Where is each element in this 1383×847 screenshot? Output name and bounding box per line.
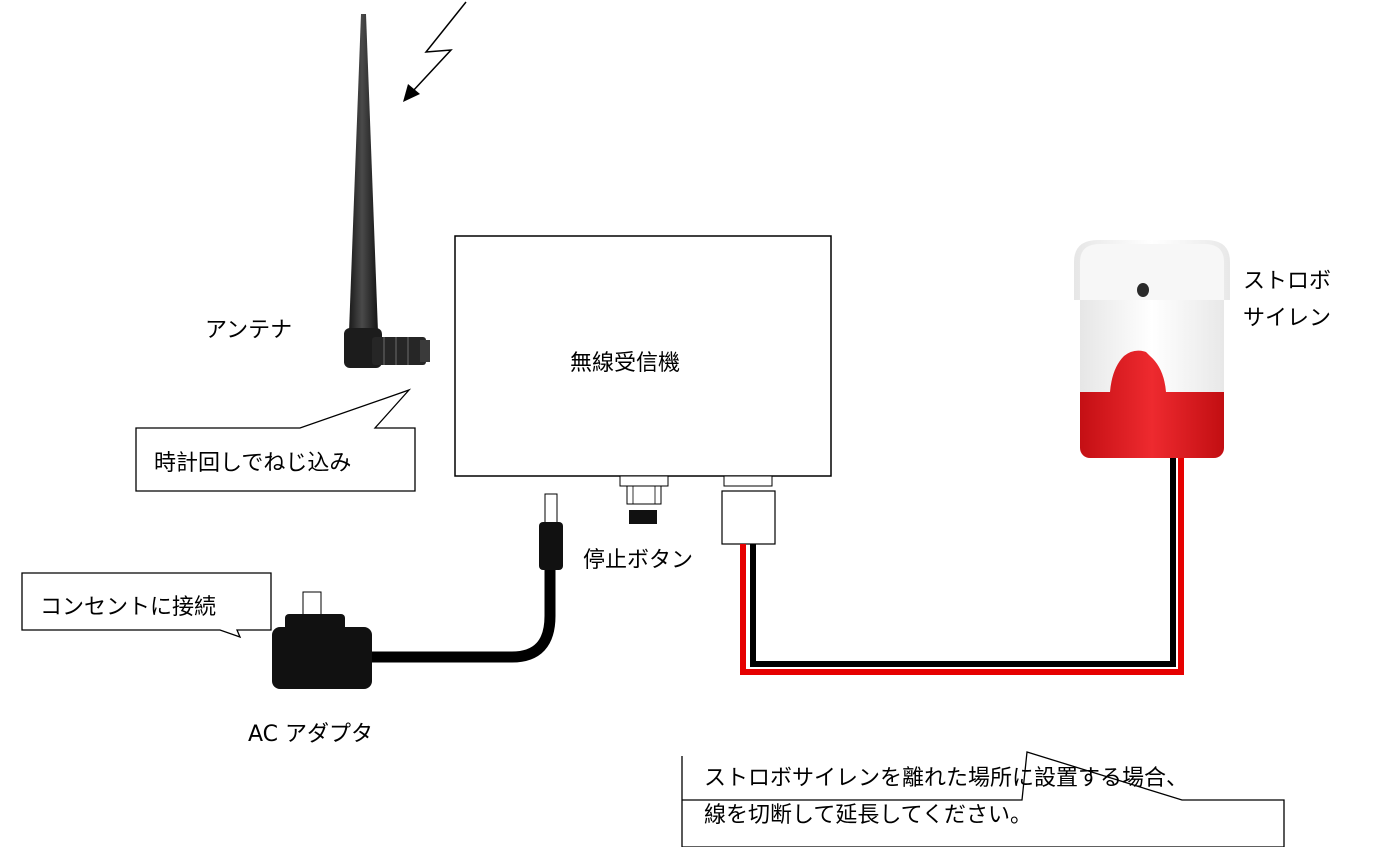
strobe-siren-icon [1074, 240, 1230, 458]
ac-adapter-icon [272, 493, 563, 689]
strobe-siren-label-line1: ストロボ [1243, 269, 1332, 294]
stop-button-icon [619, 475, 669, 524]
callout-extend-line2: 線を切断して延長してください。 [704, 803, 1033, 828]
siren-terminal-connector [721, 475, 776, 545]
callout-extend [681, 751, 1285, 847]
callout-screw-in [135, 388, 416, 492]
antenna-label: アンテナ [205, 318, 293, 343]
strobe-siren-label-line2: サイレン [1243, 306, 1332, 331]
antenna-icon [344, 14, 430, 368]
wireless-signal-arrow-icon [403, 1, 467, 102]
callout-extend-text: ストロボサイレンを離れた場所に設置する場合、 線を切断して延長してください。 [704, 760, 1188, 834]
strobe-siren-label: ストロボ サイレン [1243, 263, 1331, 337]
receiver-box [454, 235, 832, 477]
callout-extend-line1: ストロボサイレンを離れた場所に設置する場合、 [704, 766, 1189, 791]
callout-plug-in-text: コンセントに接続 [40, 595, 217, 620]
ac-adapter-label: AC アダプタ [248, 722, 374, 747]
receiver-label: 無線受信機 [570, 351, 681, 376]
callout-plug-in [21, 572, 272, 639]
stop-button-label: 停止ボタン [583, 548, 694, 573]
callout-screw-in-text: 時計回しでねじ込み [154, 451, 352, 476]
siren-wire [740, 458, 1184, 675]
